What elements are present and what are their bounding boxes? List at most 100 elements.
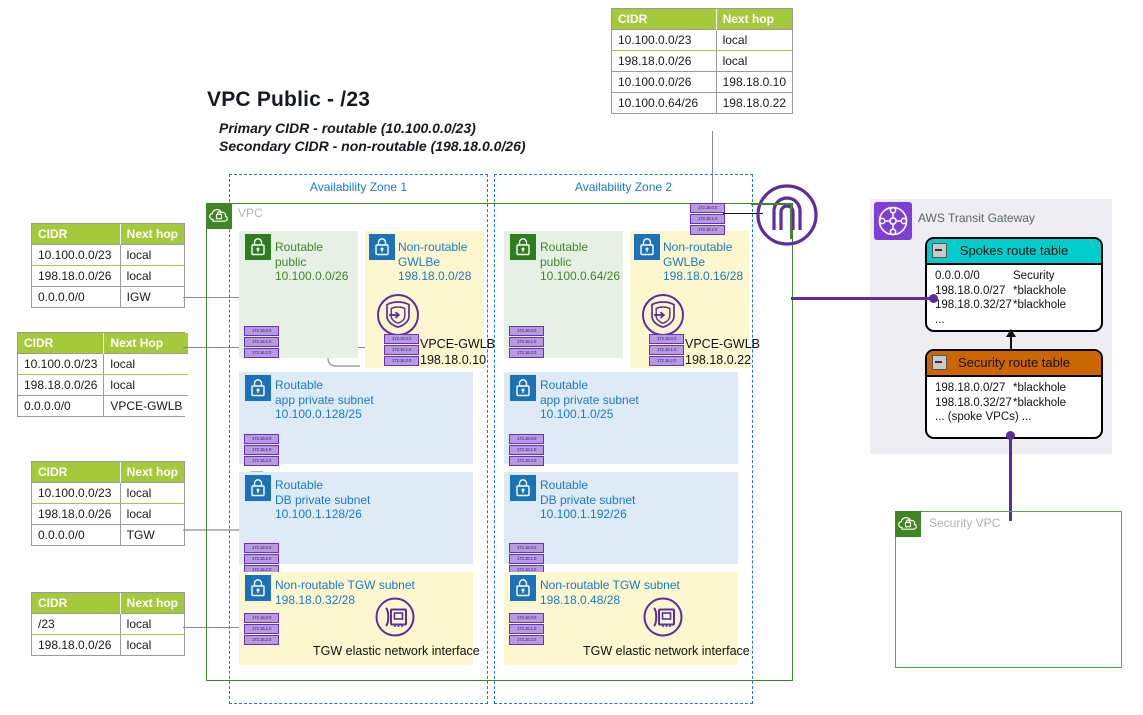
eni-badge-group-app-az2: 172.16.0.0 172.16.1.0 172.16.2.0 <box>509 434 544 467</box>
connector-tgw-to-security-vpc <box>1009 435 1012 521</box>
tgw-eni-label-az2: TGW elastic network interface <box>583 644 750 658</box>
subnet-cidr: 10.100.0.0/26 <box>275 269 349 283</box>
vpc-label: VPC <box>238 206 263 220</box>
secondary-cidr-subtitle: Secondary CIDR - non-routable (198.18.0.… <box>219 138 526 154</box>
collapse-icon[interactable] <box>932 243 947 258</box>
table-row: 10.100.0.0/23 local <box>32 482 184 504</box>
subnet-line-2: DB private subnet <box>540 492 636 507</box>
security-route-table: Security route table 198.18.0.0/27*black… <box>925 349 1103 439</box>
subnet-line-2: app private subnet <box>275 392 374 407</box>
cell-cidr: 10.100.0.0/23 <box>18 353 105 375</box>
cell-nexthop: 198.18.0.22 <box>716 92 792 113</box>
table-row: 198.18.0.0/27*blackhole <box>935 284 1095 299</box>
subnet-cidr: 10.100.0.64/26 <box>540 269 621 283</box>
elastic-network-interface-icon <box>643 597 683 640</box>
collapse-icon[interactable] <box>932 355 947 370</box>
availability-zone-1: Availability Zone 1 <box>229 174 488 704</box>
routable-public-subnet-az1-text: Routable public 10.100.0.0/26 <box>275 240 348 284</box>
cell-target: Security <box>1013 270 1055 282</box>
table-row: 0.0.0.0/0 IGW <box>32 286 184 307</box>
cell-nexthop: local <box>120 482 184 504</box>
cell-cidr: 10.100.0.64/26 <box>612 92 717 113</box>
eni-badge: 172.16.1.0 <box>244 624 279 634</box>
eni-badge: 172.16.0.0 <box>509 434 544 444</box>
table-row: 198.18.0.0/26 local <box>32 634 184 655</box>
subnet-line-1: Routable <box>540 478 589 492</box>
cell-cidr: 198.18.0.0/26 <box>32 265 121 287</box>
subnet-line-2: DB private subnet <box>275 492 371 507</box>
transit-gateway-icon <box>874 202 912 240</box>
vpc-cloud-lock-icon <box>206 203 232 229</box>
eni-badge: 172.16.2.0 <box>649 356 684 366</box>
eni-badge: 172.16.0.0 <box>244 434 279 444</box>
subnet-lock-icon <box>634 234 660 260</box>
security-route-table-header: Security route table <box>927 351 1101 377</box>
connector-igw-badges <box>723 213 763 215</box>
cell-cidr: 198.18.0.0/27 <box>935 382 1006 394</box>
cell-nexthop: local <box>120 613 184 635</box>
connector-security-to-spokes <box>1010 336 1012 349</box>
subnet-lock-icon <box>245 475 271 501</box>
cell-cidr: 10.100.0.0/23 <box>32 244 121 266</box>
subnet-line-1: Routable <box>275 240 324 254</box>
table-row: 198.18.0.0/27*blackhole <box>935 381 1095 396</box>
subnet-lock-icon <box>510 475 536 501</box>
table-row: 10.100.0.0/26 198.18.0.10 <box>612 71 792 93</box>
subnet-line-2: app private subnet <box>540 392 639 407</box>
cell-cidr: 0.0.0.0/0 <box>32 524 121 545</box>
gateway-load-balancer-endpoint-icon <box>641 293 685 340</box>
table-row: 10.100.0.0/23 local <box>18 353 189 375</box>
col-header-nexthop: Next hop <box>120 462 184 483</box>
subnet-line-2: public <box>540 254 572 269</box>
col-header-nexthop: Next hop <box>120 224 184 245</box>
eni-badge: 172.16.2.0 <box>244 635 279 645</box>
eni-badge: 172.16.0.0 <box>509 326 544 336</box>
cell-cidr: 198.18.0.0/26 <box>32 503 121 525</box>
cell-nexthop: 198.18.0.10 <box>716 71 792 93</box>
resource-name: VPCE-GWLB <box>420 337 496 351</box>
tgw-eni-label-az1: TGW elastic network interface <box>313 644 480 658</box>
eni-badge: 172.16.2.0 <box>384 356 419 366</box>
subnet-cidr: 10.100.1.192/26 <box>540 507 627 521</box>
eni-badge: 172.16.2.0 <box>244 456 279 466</box>
table-row: 198.18.0.0/26 local <box>32 265 184 287</box>
table-row: 198.18.0.0/26 local <box>32 503 184 525</box>
subnet-cidr: 10.100.0.128/25 <box>275 407 362 421</box>
subnet-line-2: GWLBe <box>663 254 706 269</box>
eni-badge: 172.16.1.0 <box>509 445 544 455</box>
eni-badge-group-tgw-az2: 172.16.0.0 172.16.1.0 172.16.2.0 <box>509 613 544 646</box>
subnet-line-1: Routable <box>275 478 324 492</box>
eni-badge-group-public-az1: 172.16.0.0 172.16.1.0 172.16.2.0 <box>244 326 279 359</box>
subnet-cidr: 198.18.0.16/28 <box>663 269 744 283</box>
non-routable-gwlbe-subnet-az2-text: Non-routable GWLBe 198.18.0.16/28 <box>663 240 743 284</box>
arrow-up-icon <box>1006 329 1016 337</box>
subnet-line-2: public <box>275 254 307 269</box>
cell-cidr: 198.18.0.32/27 <box>935 396 1012 409</box>
public-subnet-route-table: CIDR Next hop 10.100.0.0/23 local 198.18… <box>31 223 185 308</box>
cell-cidr: 0.0.0.0/0 <box>32 286 121 307</box>
eni-badge: 172.16.1.0 <box>244 337 279 347</box>
resource-ip: 198.18.0.10 <box>420 353 487 367</box>
table-row: 198.18.0.0/26 local <box>612 50 792 72</box>
routable-app-private-subnet-az2-text: Routable app private subnet 10.100.1.0/2… <box>540 378 639 422</box>
cell-nexthop: local <box>716 50 792 72</box>
security-vpc-cloud-lock-icon <box>895 511 921 537</box>
non-routable-gwlbe-subnet-az1-text: Non-routable GWLBe 198.18.0.0/28 <box>398 240 471 284</box>
table-row: 0.0.0.0/0 TGW <box>32 524 184 545</box>
table-row: 198.18.0.32/27*blackhole <box>935 396 1095 411</box>
vpce-gwlb-az1-text: VPCE-GWLB 198.18.0.10 <box>420 336 495 368</box>
spokes-route-table-title: Spokes route table <box>959 243 1069 258</box>
col-header-cidr: CIDR <box>32 593 121 614</box>
availability-zone-2-label: Availability Zone 2 <box>574 180 673 194</box>
cell-cidr: 10.100.0.0/23 <box>612 29 717 51</box>
eni-badge-group-gwlbe-az2: 172.16.0.0 172.16.1.0 172.16.2.0 <box>649 334 684 367</box>
subnet-lock-icon <box>245 575 271 601</box>
eni-badge: 172.16.2.0 <box>244 348 279 358</box>
table-row: 10.100.0.0/23 local <box>612 29 792 51</box>
eni-badge: 172.16.0.0 <box>244 543 279 553</box>
igw-vertical-line <box>790 203 792 239</box>
eni-badge: 172.16.1.0 <box>244 554 279 564</box>
